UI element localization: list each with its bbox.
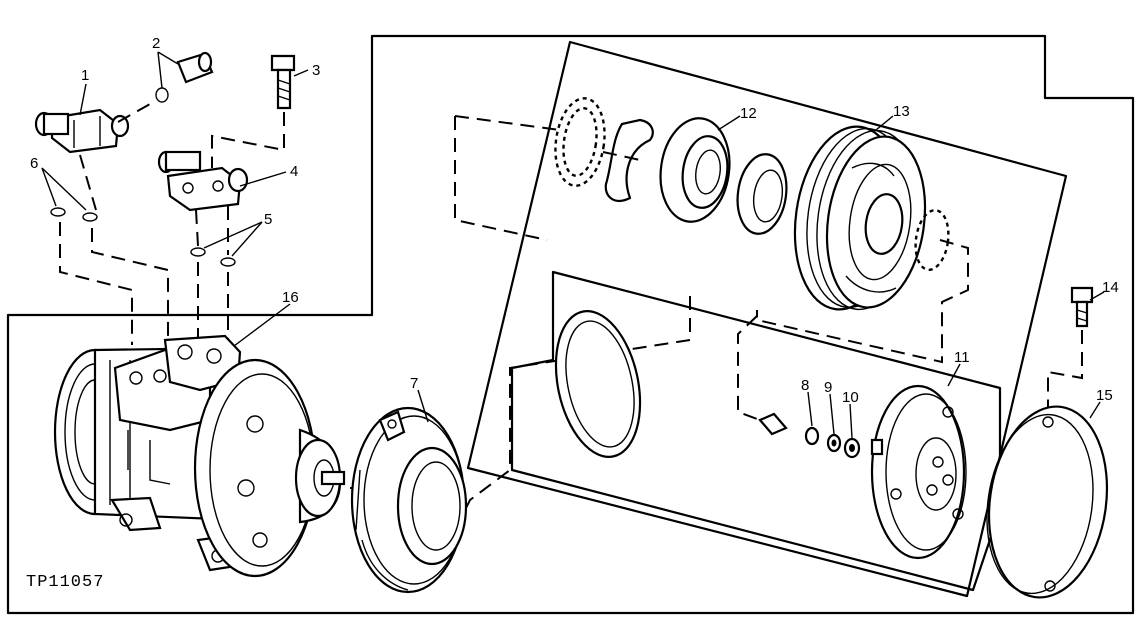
- snap-ring-pulley: [914, 209, 950, 271]
- coil-ring: [554, 310, 642, 458]
- callout-9: 9: [824, 379, 832, 396]
- connector-2: [155, 51, 214, 103]
- fitting-4: [157, 150, 249, 212]
- callout-7: 7: [410, 375, 418, 392]
- bolt-14: [1070, 286, 1094, 328]
- callout-2: 2: [152, 35, 160, 52]
- compressor: [53, 334, 346, 578]
- washer-9: [826, 433, 842, 453]
- pin-8: [758, 412, 820, 446]
- fitting-1: [34, 108, 130, 154]
- callout-14: 14: [1102, 279, 1119, 296]
- callout-10: 10: [842, 389, 859, 406]
- callout-12: 12: [740, 105, 757, 122]
- callout-11: 11: [954, 349, 970, 366]
- clutch-inner-frame: [510, 270, 1002, 592]
- assembly-lines: [59, 103, 1083, 521]
- retaining-clip: [604, 118, 654, 202]
- callout-15: 15: [1096, 387, 1113, 404]
- bearing-12: [659, 117, 731, 223]
- callout-16: 16: [282, 289, 299, 306]
- callout-3: 3: [312, 62, 320, 79]
- clutch-plate-11: [870, 384, 967, 560]
- callout-5: 5: [264, 211, 272, 228]
- callout-8: 8: [801, 377, 809, 394]
- o-ring-6b: [82, 212, 98, 222]
- o-ring-5a: [190, 247, 206, 257]
- leader-lines: [41, 51, 1105, 439]
- callout-6: 6: [30, 155, 38, 172]
- snap-ring-dotted: [554, 97, 606, 187]
- callout-13: 13: [893, 103, 910, 120]
- pulley-13: [793, 125, 927, 311]
- field-coil-7: [350, 406, 468, 594]
- clutch-subframe: [466, 40, 1068, 598]
- cover-15: [986, 405, 1109, 599]
- outer-frame: [6, 34, 1135, 615]
- o-ring-5b: [220, 257, 236, 267]
- washer-10: [843, 437, 861, 459]
- callout-4: 4: [290, 163, 298, 180]
- callout-1: 1: [81, 67, 89, 84]
- figure-code: TP11057: [26, 573, 104, 592]
- bolt-3: [270, 54, 296, 110]
- o-ring-6a: [50, 207, 66, 217]
- seal-ring: [736, 153, 788, 235]
